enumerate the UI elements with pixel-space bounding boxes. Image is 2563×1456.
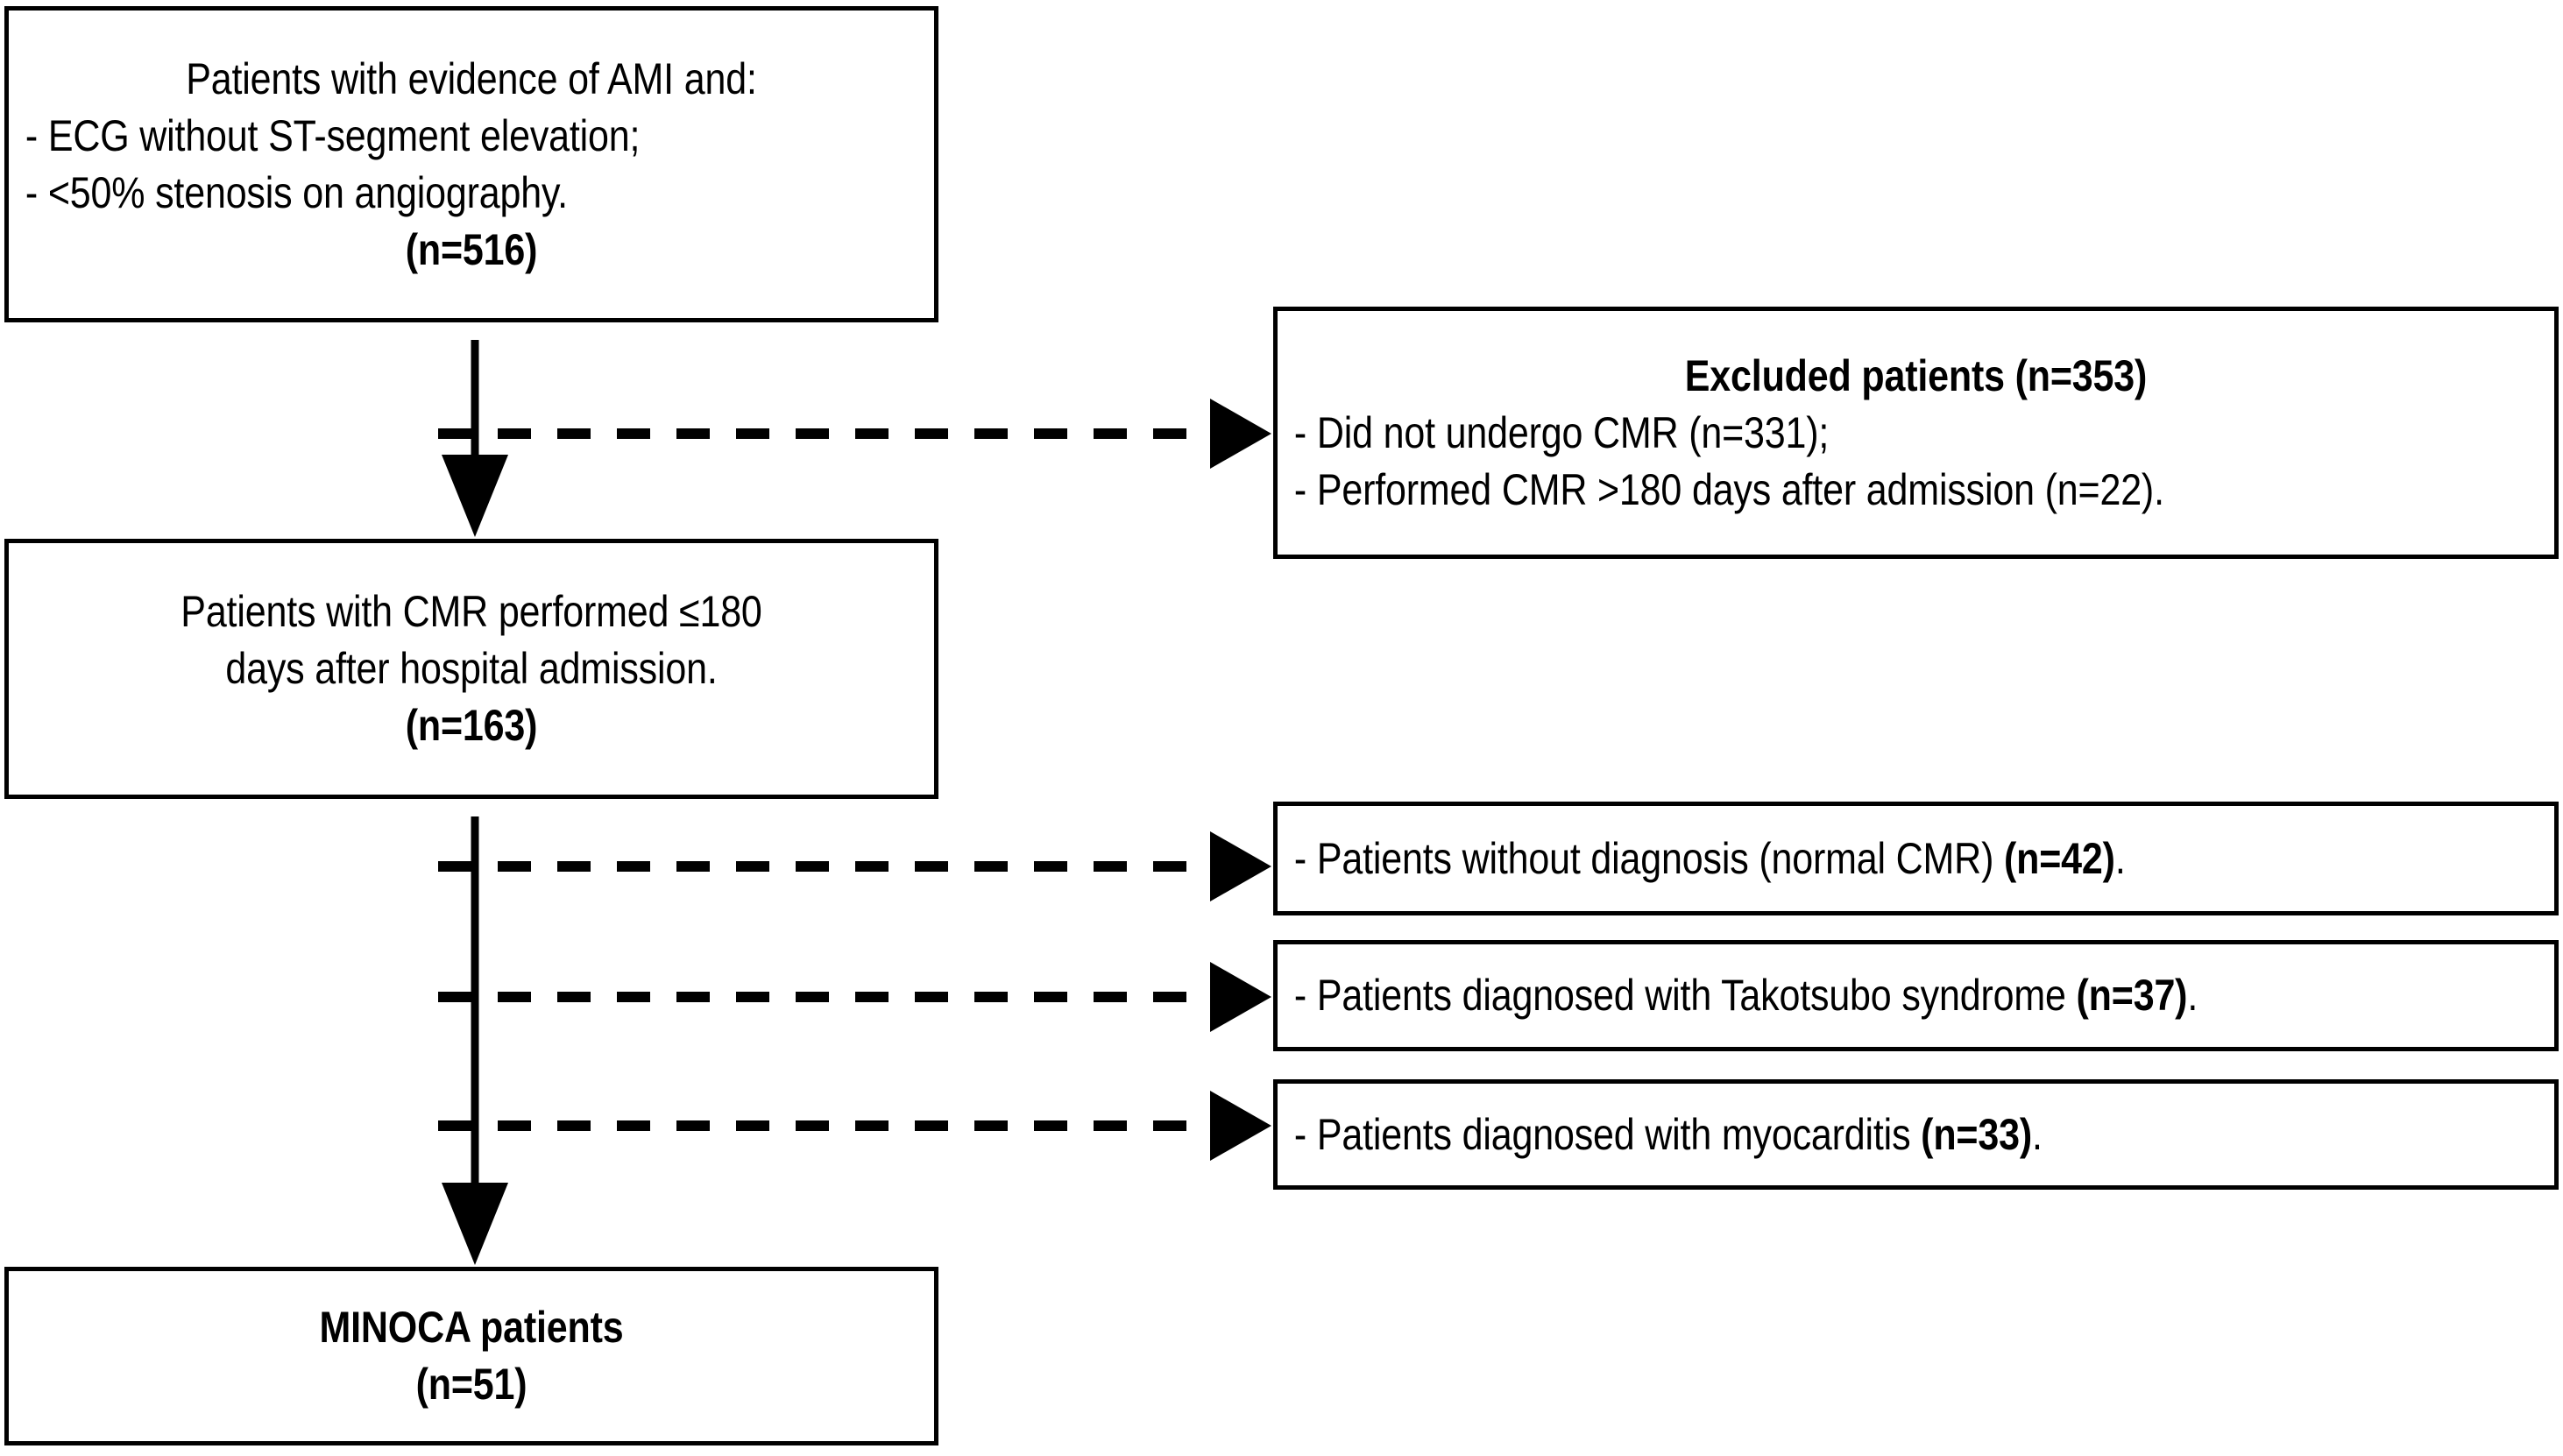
myocarditis-text: - Patients diagnosed with myocarditis — [1293, 1109, 1922, 1159]
myocarditis-suffix: . — [2031, 1109, 2043, 1159]
edge-cohort-to-excluded — [438, 399, 1271, 469]
minoca-label: MINOCA patients — [319, 1303, 624, 1352]
cohort-line-1: Patients with evidence of AMI and: — [186, 53, 757, 103]
excluded-patients-box: Excluded patients (n=353) - Did not unde… — [1273, 307, 2559, 559]
excluded-line-2: - Performed CMR >180 days after admissio… — [1293, 464, 2164, 514]
no-diagnosis-box: - Patients without diagnosis (normal CMR… — [1273, 802, 2559, 915]
minoca-count: (n=51) — [415, 1360, 527, 1409]
no-diagnosis-text-row: - Patients without diagnosis (normal CMR… — [1278, 830, 2375, 887]
cohort-count: (n=516) — [405, 224, 538, 274]
edge-cohort-to-cmr — [442, 340, 508, 537]
takotsubo-text: - Patients diagnosed with Takotsubo synd… — [1293, 971, 2077, 1020]
edge-cmr-to-minoca — [442, 816, 508, 1265]
cmr-line-1: Patients with CMR performed ≤180 — [181, 587, 762, 636]
edge-cmr-to-no-diagnosis — [438, 831, 1271, 901]
cmr-line-2: days after hospital admission. — [225, 644, 718, 693]
initial-cohort-box: Patients with evidence of AMI and: - ECG… — [4, 6, 938, 322]
myocarditis-count: (n=33) — [1921, 1109, 2032, 1159]
no-diagnosis-text: - Patients without diagnosis (normal CMR… — [1293, 833, 2004, 883]
myocarditis-box: - Patients diagnosed with myocarditis (n… — [1273, 1079, 2559, 1190]
takotsubo-box: - Patients diagnosed with Takotsubo synd… — [1273, 940, 2559, 1051]
edge-cmr-to-myocarditis — [438, 1091, 1271, 1161]
minoca-patients-box: MINOCA patients (n=51) — [4, 1267, 938, 1445]
cmr-count: (n=163) — [405, 701, 538, 750]
takotsubo-text-row: - Patients diagnosed with Takotsubo synd… — [1278, 967, 2375, 1024]
cohort-line-3: - <50% stenosis on angiography. — [25, 167, 568, 217]
takotsubo-suffix: . — [2187, 971, 2198, 1020]
edge-cmr-to-takotsubo — [438, 962, 1271, 1032]
myocarditis-text-row: - Patients diagnosed with myocarditis (n… — [1278, 1106, 2375, 1163]
no-diagnosis-suffix: . — [2114, 833, 2126, 883]
excluded-heading: Excluded patients (n=353) — [1684, 350, 2148, 400]
no-diagnosis-count: (n=42) — [2003, 833, 2115, 883]
takotsubo-count: (n=37) — [2076, 971, 2188, 1020]
excluded-line-1: - Did not undergo CMR (n=331); — [1293, 407, 1830, 457]
cmr-performed-box: Patients with CMR performed ≤180 days af… — [4, 539, 938, 799]
cohort-line-2: - ECG without ST-segment elevation; — [25, 110, 641, 160]
